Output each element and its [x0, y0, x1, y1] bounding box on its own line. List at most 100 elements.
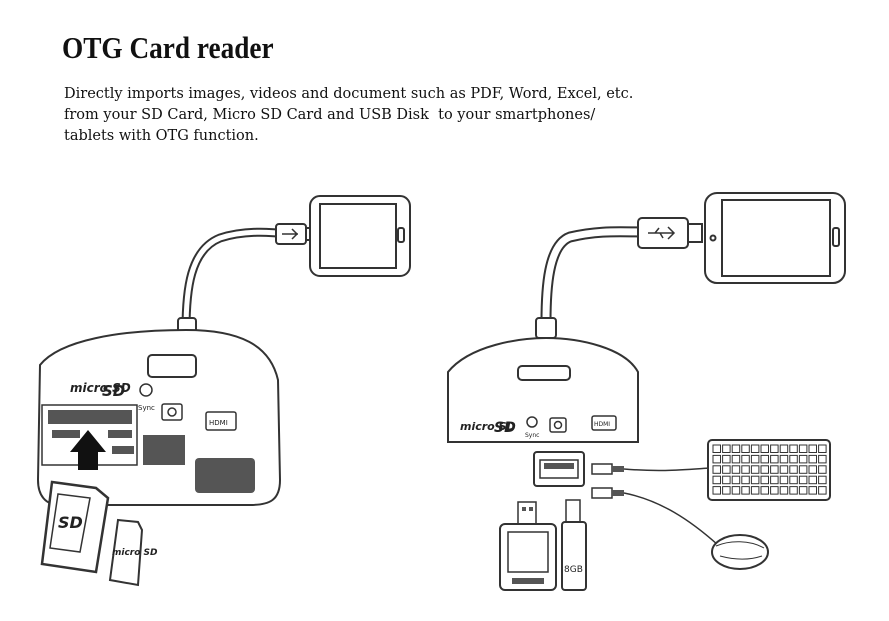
keyboard-key	[712, 454, 721, 464]
keyboard-key	[770, 475, 779, 485]
left-camera-icon	[161, 403, 183, 421]
keyboard-key	[760, 465, 769, 474]
keyboard-plug-icon	[591, 463, 711, 475]
keyboard-key	[808, 465, 817, 474]
keyboard-key	[779, 486, 789, 495]
left-cable	[177, 227, 291, 337]
keyboard-key	[712, 444, 721, 453]
keyboard-key	[712, 475, 721, 485]
keyboard-key	[731, 465, 741, 474]
left-sync-label: Sync	[138, 404, 155, 412]
left-diagram: micro SD SD Sync HDMI S	[36, 195, 411, 587]
right-diagram: micro SD SD Sync HDMI	[447, 192, 846, 591]
keyboard-key	[818, 465, 827, 474]
keyboard-key	[798, 465, 808, 474]
keyboard-icon	[707, 439, 831, 501]
keyboard-key	[750, 444, 760, 453]
usb-flash-drive-icon	[499, 501, 557, 591]
keyboard-key	[798, 486, 808, 495]
keyboard-key	[818, 475, 827, 485]
keyboard-key	[808, 444, 817, 453]
keyboard-key	[770, 486, 779, 495]
keyboard-key	[808, 454, 817, 464]
keyboard-key	[789, 444, 798, 453]
keyboard-key	[722, 475, 731, 485]
svg-text:HDMI: HDMI	[594, 421, 610, 428]
right-camera-icon	[549, 417, 567, 433]
keyboard-key	[808, 486, 817, 495]
usb-port-icon	[533, 451, 585, 487]
keyboard-key	[818, 444, 827, 453]
keyboard-key	[789, 465, 798, 474]
keyboard-key	[741, 444, 750, 453]
usb-stick-8gb-icon: 8GB	[561, 499, 587, 591]
keyboard-key	[750, 486, 760, 495]
right-sd-label: SD	[494, 420, 516, 436]
keyboard-key	[760, 444, 769, 453]
keyboard-key	[789, 475, 798, 485]
keyboard-key	[818, 454, 827, 464]
keyboard-key	[731, 454, 741, 464]
svg-text:8GB: 8GB	[564, 565, 583, 575]
keyboard-key	[760, 454, 769, 464]
description-line-1: Directly imports images, videos and docu…	[64, 86, 634, 102]
keyboard-key	[818, 486, 827, 495]
description-line-3: tablets with OTG function.	[64, 128, 259, 144]
keyboard-key	[750, 465, 760, 474]
keyboard-key	[750, 475, 760, 485]
right-micro-sd-label: micro SD	[460, 420, 516, 433]
description-line-2: from your SD Card, Micro SD Card and USB…	[64, 107, 596, 123]
keyboard-key	[798, 475, 808, 485]
sd-card-icon: SD	[40, 480, 110, 574]
page-title: OTG Card reader	[62, 30, 274, 65]
keyboard-key	[731, 486, 741, 495]
left-hdmi-icon: HDMI	[205, 411, 237, 431]
keyboard-key	[750, 454, 760, 464]
keyboard-key	[779, 465, 789, 474]
right-hdmi-icon: HDMI	[591, 415, 617, 431]
keyboard-key	[722, 465, 731, 474]
svg-text:SD: SD	[58, 513, 83, 532]
right-hub-icon: micro SD SD Sync HDMI	[447, 336, 639, 443]
keyboard-key	[731, 444, 741, 453]
left-sd-label: SD	[102, 382, 125, 400]
keyboard-key	[779, 475, 789, 485]
insert-arrow-icon	[70, 430, 106, 470]
keyboard-key	[770, 465, 779, 474]
right-cable	[535, 226, 646, 339]
mouse-icon	[711, 534, 769, 570]
keyboard-key	[789, 486, 798, 495]
left-micro-sd-label: micro SD	[70, 381, 131, 395]
keyboard-key	[760, 475, 769, 485]
keyboard-key	[808, 475, 817, 485]
keyboard-key	[770, 444, 779, 453]
keyboard-key	[779, 454, 789, 464]
description: Directly imports images, videos and docu…	[64, 84, 633, 147]
keyboard-key	[741, 465, 750, 474]
keyboard-key	[712, 465, 721, 474]
keyboard-key	[712, 486, 721, 495]
svg-text:micro SD: micro SD	[112, 548, 158, 558]
keyboard-key	[722, 444, 731, 453]
left-phone-icon	[309, 195, 411, 277]
keyboard-key	[789, 454, 798, 464]
right-sync-label: Sync	[525, 432, 539, 439]
keyboard-key	[760, 486, 769, 495]
keyboard-key	[722, 454, 731, 464]
keyboard-key	[731, 475, 741, 485]
right-phone-icon	[704, 192, 846, 284]
keyboard-key	[722, 486, 731, 495]
keyboard-key	[741, 454, 750, 464]
micro-sd-card-icon: micro SD	[108, 518, 158, 587]
keyboard-key	[798, 444, 808, 453]
left-hub-icon: micro SD SD Sync HDMI	[36, 328, 282, 506]
keyboard-key	[779, 444, 789, 453]
keyboard-key	[741, 486, 750, 495]
right-usb-connector-icon	[637, 217, 703, 249]
svg-text:HDMI: HDMI	[209, 419, 228, 427]
keyboard-key	[770, 454, 779, 464]
keyboard-key	[741, 475, 750, 485]
keyboard-key	[798, 454, 808, 464]
mouse-plug-icon	[591, 487, 719, 546]
